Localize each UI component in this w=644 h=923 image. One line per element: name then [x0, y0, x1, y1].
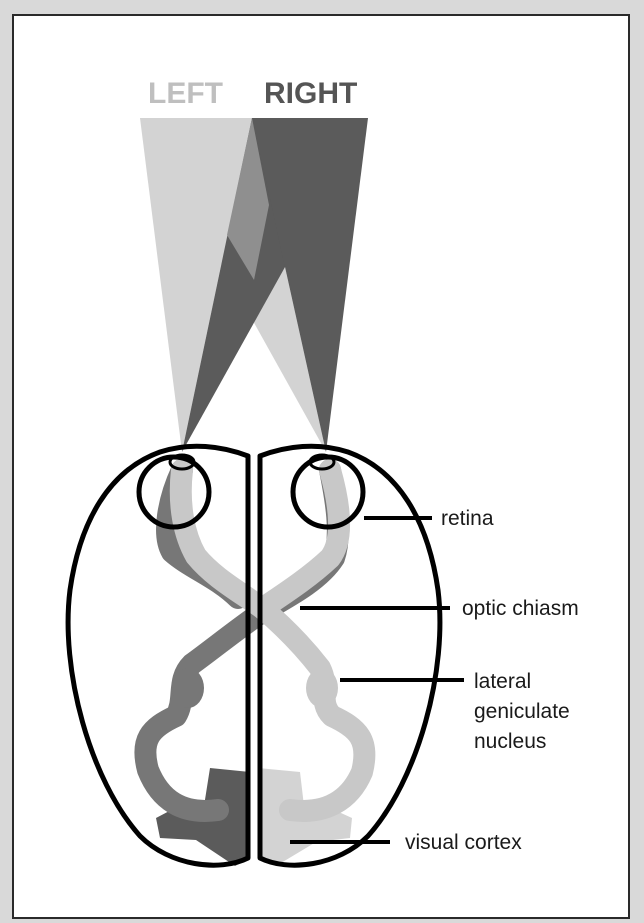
brain-outline [68, 446, 440, 865]
visual-field-cones [140, 118, 368, 452]
retina-label: retina [441, 507, 494, 530]
lgn-label-line2: geniculate [474, 700, 570, 723]
lgn-label-line1: lateral [474, 670, 531, 693]
lgn-label-line3: nucleus [474, 730, 546, 753]
left-field-label: LEFT [148, 77, 223, 110]
right-field-label: RIGHT [264, 77, 357, 110]
left-lgn [172, 668, 204, 708]
right-lgn [306, 668, 338, 708]
visual-cortex-label: visual cortex [405, 831, 522, 854]
left-field-path-uncrossed [266, 470, 339, 606]
optic-chiasm-label: optic chiasm [462, 597, 579, 620]
optic-pathways [145, 470, 364, 811]
